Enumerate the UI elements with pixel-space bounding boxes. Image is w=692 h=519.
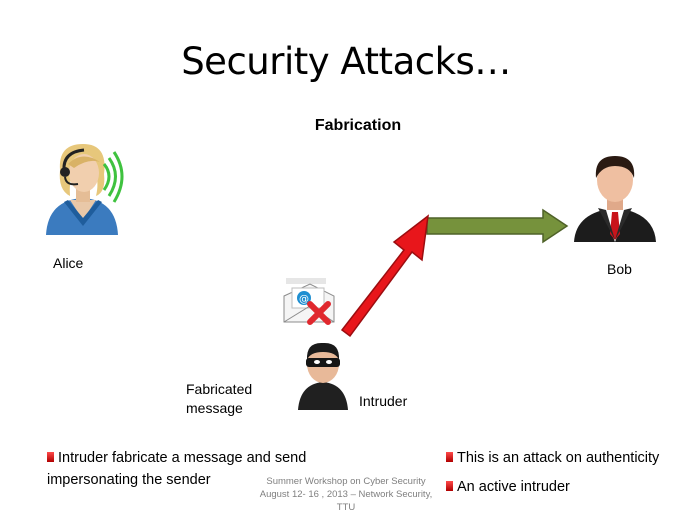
slide-footer: Summer Workshop on Cyber Security August… bbox=[246, 475, 446, 514]
footer-line1: Summer Workshop on Cyber Security bbox=[266, 476, 426, 487]
masked-thief-icon bbox=[298, 342, 348, 410]
fabricated-message-line2: message bbox=[186, 400, 243, 416]
email-envelope-x-icon: @ bbox=[283, 278, 335, 325]
intruder-label: Intruder bbox=[359, 393, 408, 409]
footer-line3: TTU bbox=[336, 502, 356, 513]
slide-title: Security Attacks… bbox=[181, 40, 511, 83]
bullet-icon bbox=[446, 452, 453, 462]
bullet-right-2: An active intruder bbox=[446, 476, 691, 498]
red-arrow-icon bbox=[340, 214, 429, 338]
footer-line2: August 12- 16 , 2013 – Network Security, bbox=[259, 489, 433, 500]
bullet-icon bbox=[47, 452, 54, 462]
fabricated-message-label: Fabricated message bbox=[186, 381, 252, 416]
svg-text:@: @ bbox=[299, 294, 309, 305]
bullet-left-line2: impersonating the sender bbox=[47, 472, 211, 488]
businessman-icon bbox=[574, 156, 656, 242]
fabricated-message-line1: Fabricated bbox=[186, 381, 253, 397]
slide-subtitle: Fabrication bbox=[314, 117, 402, 134]
bullet-right-1-text: This is an attack on authenticity bbox=[457, 450, 660, 466]
bullet-left: Intruder fabricate a message and send im… bbox=[47, 447, 347, 491]
bullet-right-1: This is an attack on authenticity bbox=[446, 447, 691, 469]
alice-label: Alice bbox=[53, 255, 84, 271]
green-arrow-icon bbox=[426, 208, 569, 244]
bullet-icon bbox=[446, 481, 453, 491]
bullet-right-2-text: An active intruder bbox=[457, 479, 570, 495]
bob-label: Bob bbox=[607, 261, 632, 277]
woman-headset-icon bbox=[46, 144, 124, 235]
bullet-left-line1: Intruder fabricate a message and send bbox=[58, 450, 307, 466]
